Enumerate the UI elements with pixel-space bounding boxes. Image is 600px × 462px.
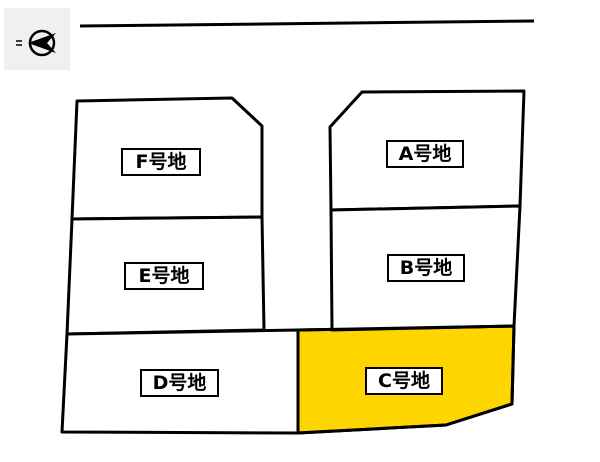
lot-e-label[interactable]: E号地 [124, 262, 204, 290]
north-arrow-icon [16, 29, 56, 57]
lot-a-label[interactable]: A号地 [386, 140, 464, 168]
lot-c-label[interactable]: C号地 [365, 367, 443, 395]
lot-c-outline [296, 324, 516, 435]
lot-f-label[interactable]: F号地 [121, 148, 201, 176]
lot-d-label[interactable]: D号地 [140, 369, 219, 397]
compass-panel [4, 8, 70, 70]
lot-b-label[interactable]: B号地 [387, 254, 465, 282]
road-line [79, 19, 535, 28]
